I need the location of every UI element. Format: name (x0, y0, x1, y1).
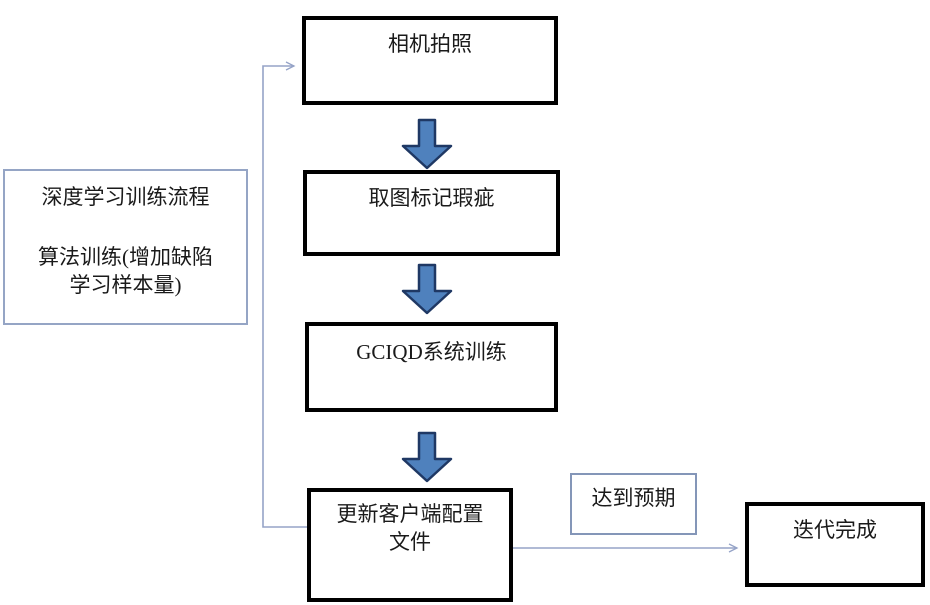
step-mark-defects: 取图标记瑕疵 (303, 170, 560, 256)
side-note-body-line2: 学习样本量) (69, 273, 182, 297)
branch-condition-label-box: 达到预期 (570, 473, 697, 535)
step-camera-capture: 相机拍照 (302, 16, 558, 105)
feedback-loop-connector (262, 61, 308, 528)
end-node-iteration-done: 迭代完成 (745, 502, 925, 587)
down-block-arrow-3 (401, 431, 453, 483)
step-mark-defects-label: 取图标记瑕疵 (368, 186, 495, 210)
side-note-box: 深度学习训练流程 算法训练(增加缺陷 学习样本量) (3, 169, 248, 325)
step-update-client-config: 更新客户端配置 文件 (307, 488, 513, 602)
step-system-training: GCIQD系统训练 (305, 322, 558, 412)
down-block-arrow-2 (401, 263, 453, 315)
step-camera-capture-label: 相机拍照 (388, 32, 472, 56)
side-note-title: 深度学习训练流程 (41, 185, 210, 209)
step-system-training-label: GCIQD系统训练 (356, 340, 507, 364)
branch-condition-label: 达到预期 (591, 486, 676, 510)
step-update-client-config-line1: 更新客户端配置 (336, 502, 484, 526)
step-update-client-config-line2: 文件 (389, 530, 431, 554)
down-block-arrow-1 (401, 118, 453, 170)
side-note-body-line1: 算法训练(增加缺陷 (38, 245, 213, 269)
end-node-iteration-done-label: 迭代完成 (793, 518, 877, 542)
